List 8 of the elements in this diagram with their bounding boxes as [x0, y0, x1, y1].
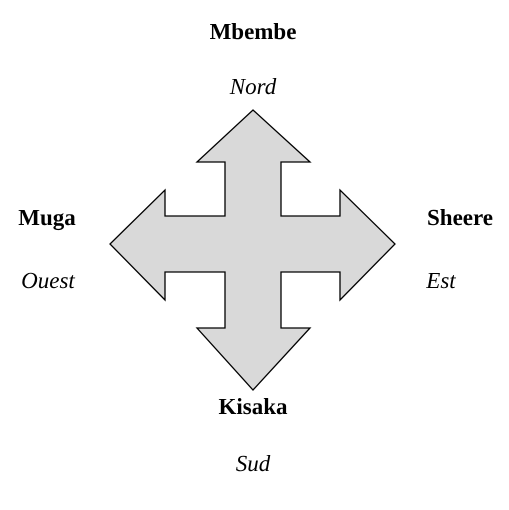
direction-label: Ouest	[21, 268, 75, 294]
direction-label: Sud	[236, 451, 270, 477]
place-name-label: Mbembe	[210, 19, 296, 45]
direction-label: Nord	[230, 74, 276, 100]
place-name-label: Sheere	[427, 205, 493, 231]
place-name-label: Kisaka	[218, 394, 288, 420]
place-name-label: Muga	[18, 205, 76, 231]
direction-label: Est	[426, 268, 456, 294]
